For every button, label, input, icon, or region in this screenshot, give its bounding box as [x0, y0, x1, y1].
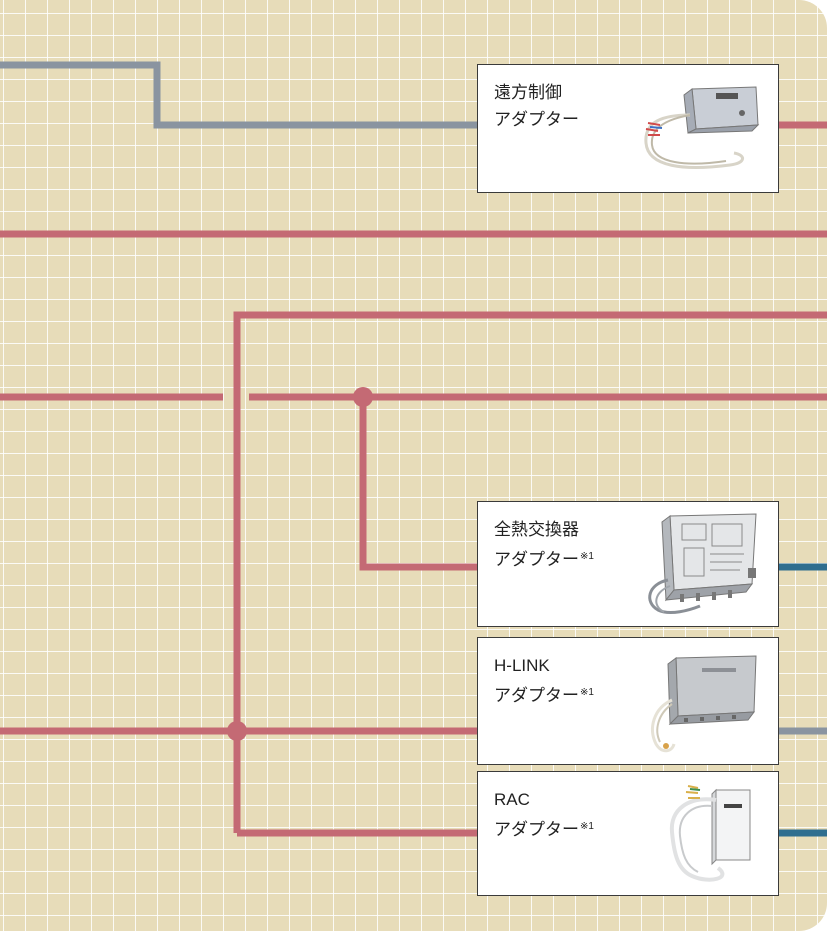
- adapter-suffix: アダプター: [494, 686, 579, 705]
- adapter-title: 遠方制御 アダプター: [494, 79, 579, 133]
- adapter-footnote: ※1: [580, 687, 594, 698]
- adapter-suffix: アダプター: [494, 550, 579, 569]
- total-heat-exchanger-adapter-card: 全熱交換器 アダプター※1: [477, 501, 779, 627]
- remote-control-adapter-card: 遠方制御 アダプター: [477, 64, 779, 193]
- adapter-name: RAC: [494, 790, 530, 809]
- adapter-name: 遠方制御: [494, 83, 562, 102]
- adapter-title: 全熱交換器 アダプター※1: [494, 516, 594, 573]
- adapter-name: 全熱交換器: [494, 520, 579, 539]
- wire-gray-remote-adapter: [0, 61, 477, 129]
- wire-red-heat-exchanger: [359, 397, 477, 571]
- rac-adapter-card: RAC アダプター※1: [477, 771, 779, 896]
- adapter-suffix: アダプター: [494, 820, 579, 839]
- adapter-title: RAC アダプター※1: [494, 786, 594, 843]
- junction-dot-upper: [353, 387, 373, 407]
- adapter-suffix: アダプター: [494, 110, 579, 129]
- h-link-adapter-card: H-LINK アダプター※1: [477, 637, 779, 765]
- adapter-footnote: ※1: [580, 551, 594, 562]
- h-link-adapter-device-icon: [651, 655, 757, 753]
- adapter-footnote: ※1: [580, 821, 594, 832]
- adapter-title: H-LINK アダプター※1: [494, 652, 594, 709]
- rac-adapter-device-icon: [669, 785, 751, 882]
- remote-control-adapter-device-icon: [644, 86, 760, 169]
- wire-red-vertical-main: [233, 311, 827, 833]
- junction-dot-lower: [227, 721, 247, 741]
- total-heat-exchanger-adapter-device-icon: [648, 513, 757, 614]
- adapter-name: H-LINK: [494, 656, 550, 675]
